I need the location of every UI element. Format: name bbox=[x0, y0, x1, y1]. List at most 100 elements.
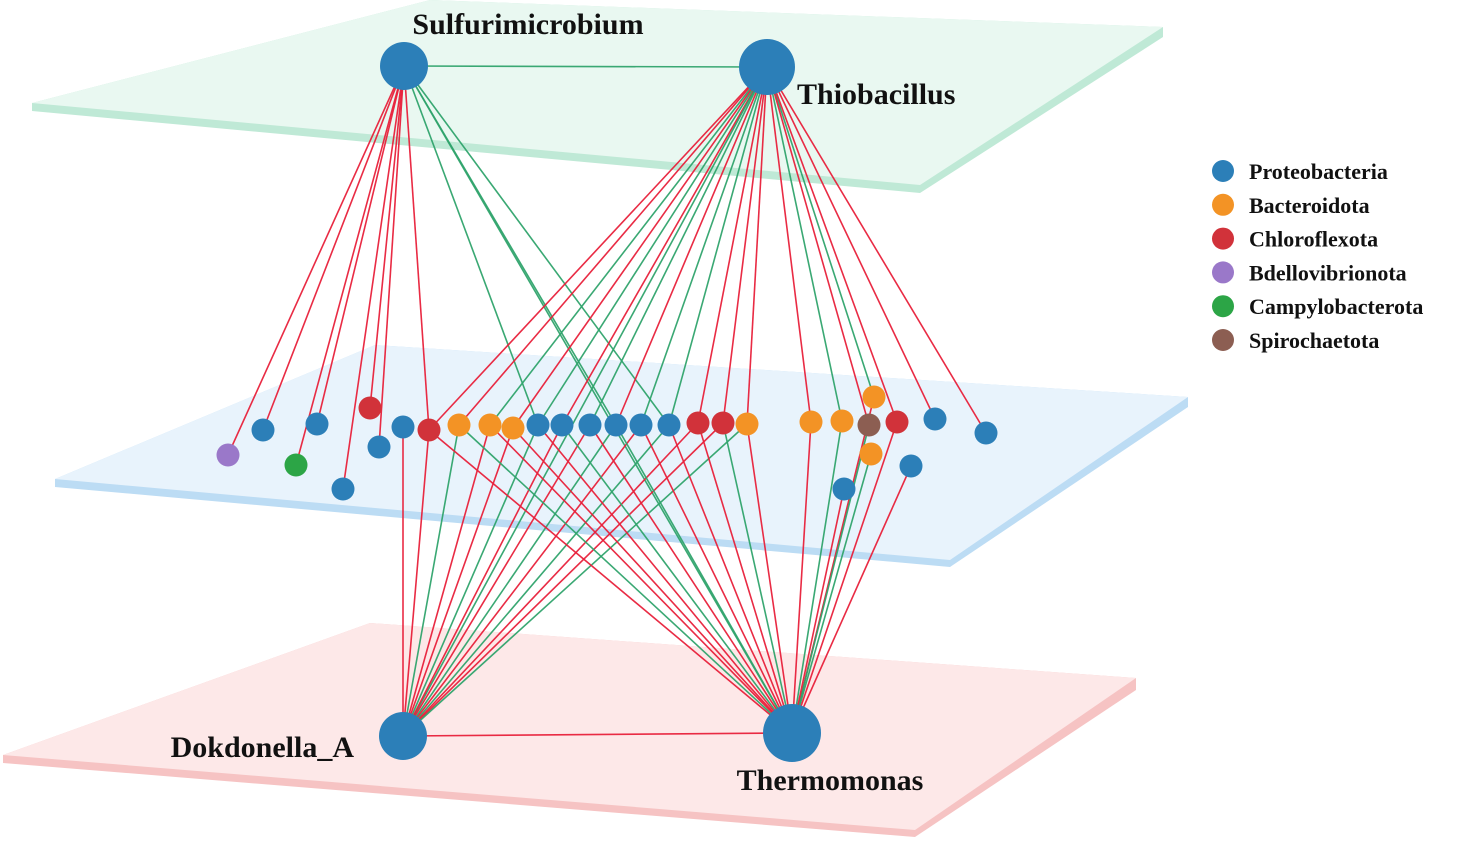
node-proteobacteria bbox=[331, 477, 355, 501]
planes-layer bbox=[3, 0, 1188, 837]
legend-item: Campylobacterota bbox=[1212, 294, 1423, 319]
node-proteobacteria bbox=[604, 413, 628, 437]
legend-item: Bacteroidota bbox=[1212, 193, 1370, 218]
legend-label: Chloroflexota bbox=[1249, 227, 1378, 252]
node-bacteroidota bbox=[830, 409, 854, 433]
labels-layer: SulfurimicrobiumThiobacillusDokdonella_A… bbox=[171, 8, 956, 797]
node-proteobacteria bbox=[391, 415, 415, 439]
edge-therm-n26 bbox=[791, 453, 872, 734]
edge-thio-n14 bbox=[561, 66, 768, 426]
hub-label-dok: Dokdonella_A bbox=[171, 731, 355, 764]
node-spirochaetota bbox=[857, 413, 881, 437]
edge-thio-n19 bbox=[697, 66, 768, 424]
edge-thio-dok bbox=[402, 66, 768, 737]
node-proteobacteria bbox=[526, 413, 550, 437]
edge-sulf-therm bbox=[403, 65, 793, 734]
edge-dok-n15 bbox=[402, 424, 591, 737]
edge-therm-n10 bbox=[458, 424, 793, 734]
legend-swatch bbox=[1212, 295, 1234, 318]
legend-swatch bbox=[1212, 193, 1234, 216]
legend-swatch bbox=[1212, 261, 1234, 284]
edge-dok-n19 bbox=[402, 422, 699, 737]
edge-thio-n24 bbox=[766, 66, 875, 398]
legend-item: Chloroflexota bbox=[1212, 227, 1378, 252]
hub-node-sulf bbox=[380, 42, 428, 90]
node-proteobacteria bbox=[629, 413, 653, 437]
edge-thio-n25 bbox=[766, 66, 870, 426]
bottom-plane-face bbox=[3, 623, 1136, 830]
edge-sulf-thio bbox=[403, 65, 768, 68]
legend-label: Bacteroidota bbox=[1249, 193, 1370, 218]
legend-item: Proteobacteria bbox=[1212, 159, 1388, 184]
edge-sulf-n13 bbox=[403, 65, 539, 426]
node-chloroflexota bbox=[686, 411, 710, 435]
edge-thio-n9 bbox=[428, 66, 768, 431]
edge-therm-n19 bbox=[697, 422, 793, 734]
hub-node-dok bbox=[379, 712, 427, 760]
node-campylobacterota bbox=[284, 453, 308, 477]
edges-layer bbox=[227, 65, 987, 737]
legend-label: Campylobacterota bbox=[1249, 294, 1423, 319]
edge-therm-n20 bbox=[722, 422, 793, 734]
edge-thio-n23 bbox=[766, 66, 843, 422]
edge-dok-n20 bbox=[402, 422, 724, 737]
legend: ProteobacteriaBacteroidotaChloroflexotaB… bbox=[1212, 159, 1423, 353]
edge-dok-therm bbox=[402, 732, 793, 737]
edge-therm-n14 bbox=[561, 424, 793, 734]
node-bacteroidota bbox=[799, 410, 823, 434]
legend-label: Bdellovibrionota bbox=[1249, 260, 1407, 285]
edge-thio-n17 bbox=[640, 66, 768, 426]
edge-therm-n30 bbox=[791, 488, 845, 734]
node-proteobacteria bbox=[923, 407, 947, 431]
top-layer-plane bbox=[32, 0, 1163, 193]
node-bacteroidota bbox=[447, 413, 471, 437]
edge-therm-n12 bbox=[512, 427, 793, 734]
node-bacteroidota bbox=[478, 413, 502, 437]
legend-swatch bbox=[1212, 329, 1234, 351]
legend-label: Spirochaetota bbox=[1249, 328, 1379, 353]
edge-therm-n11 bbox=[489, 424, 793, 734]
edge-therm-n27 bbox=[791, 421, 898, 734]
edge-thio-n16 bbox=[615, 66, 768, 426]
node-chloroflexota bbox=[358, 396, 382, 420]
edge-sulf-n9 bbox=[403, 65, 430, 431]
edge-sulf-n4 bbox=[316, 65, 405, 425]
edge-therm-n21 bbox=[746, 423, 793, 734]
edge-thio-n27 bbox=[766, 66, 898, 423]
edge-thio-n12 bbox=[512, 66, 768, 429]
node-bacteroidota bbox=[859, 442, 883, 466]
edge-dok-n10 bbox=[402, 424, 460, 737]
edge-thio-n21 bbox=[746, 66, 768, 425]
node-bdellovibrionota bbox=[216, 443, 240, 467]
node-chloroflexota bbox=[885, 410, 909, 434]
nodes-layer bbox=[216, 39, 998, 762]
bottom-layer-plane bbox=[3, 623, 1136, 837]
edge-therm-n23 bbox=[791, 420, 843, 734]
edge-thio-n10 bbox=[458, 66, 768, 426]
legend-label: Proteobacteria bbox=[1249, 159, 1388, 184]
hub-label-thio: Thiobacillus bbox=[797, 78, 955, 111]
node-proteobacteria bbox=[578, 413, 602, 437]
edge-sulf-n1 bbox=[227, 65, 405, 456]
legend-swatch bbox=[1212, 227, 1234, 250]
hub-label-therm: Thermomonas bbox=[737, 764, 924, 797]
node-bacteroidota bbox=[735, 412, 759, 436]
hub-label-sulf: Sulfurimicrobium bbox=[412, 8, 643, 41]
edge-dok-n14 bbox=[402, 424, 563, 737]
edge-sulf-n2 bbox=[262, 65, 405, 431]
edge-therm-n15 bbox=[589, 424, 793, 734]
node-proteobacteria bbox=[974, 421, 998, 445]
edge-sulf-n3 bbox=[295, 65, 405, 466]
edge-thio-n13 bbox=[537, 66, 768, 426]
edge-therm-n18 bbox=[668, 424, 793, 734]
edge-thio-n22 bbox=[766, 66, 812, 423]
hub-node-therm bbox=[763, 704, 821, 762]
node-proteobacteria bbox=[251, 418, 275, 442]
node-proteobacteria bbox=[367, 435, 391, 459]
edge-therm-n22 bbox=[791, 421, 812, 734]
edge-sulf-n18 bbox=[403, 65, 670, 426]
edge-sulf-n6 bbox=[369, 65, 405, 409]
edge-therm-n31 bbox=[791, 465, 912, 734]
middle-layer-plane bbox=[55, 345, 1188, 567]
